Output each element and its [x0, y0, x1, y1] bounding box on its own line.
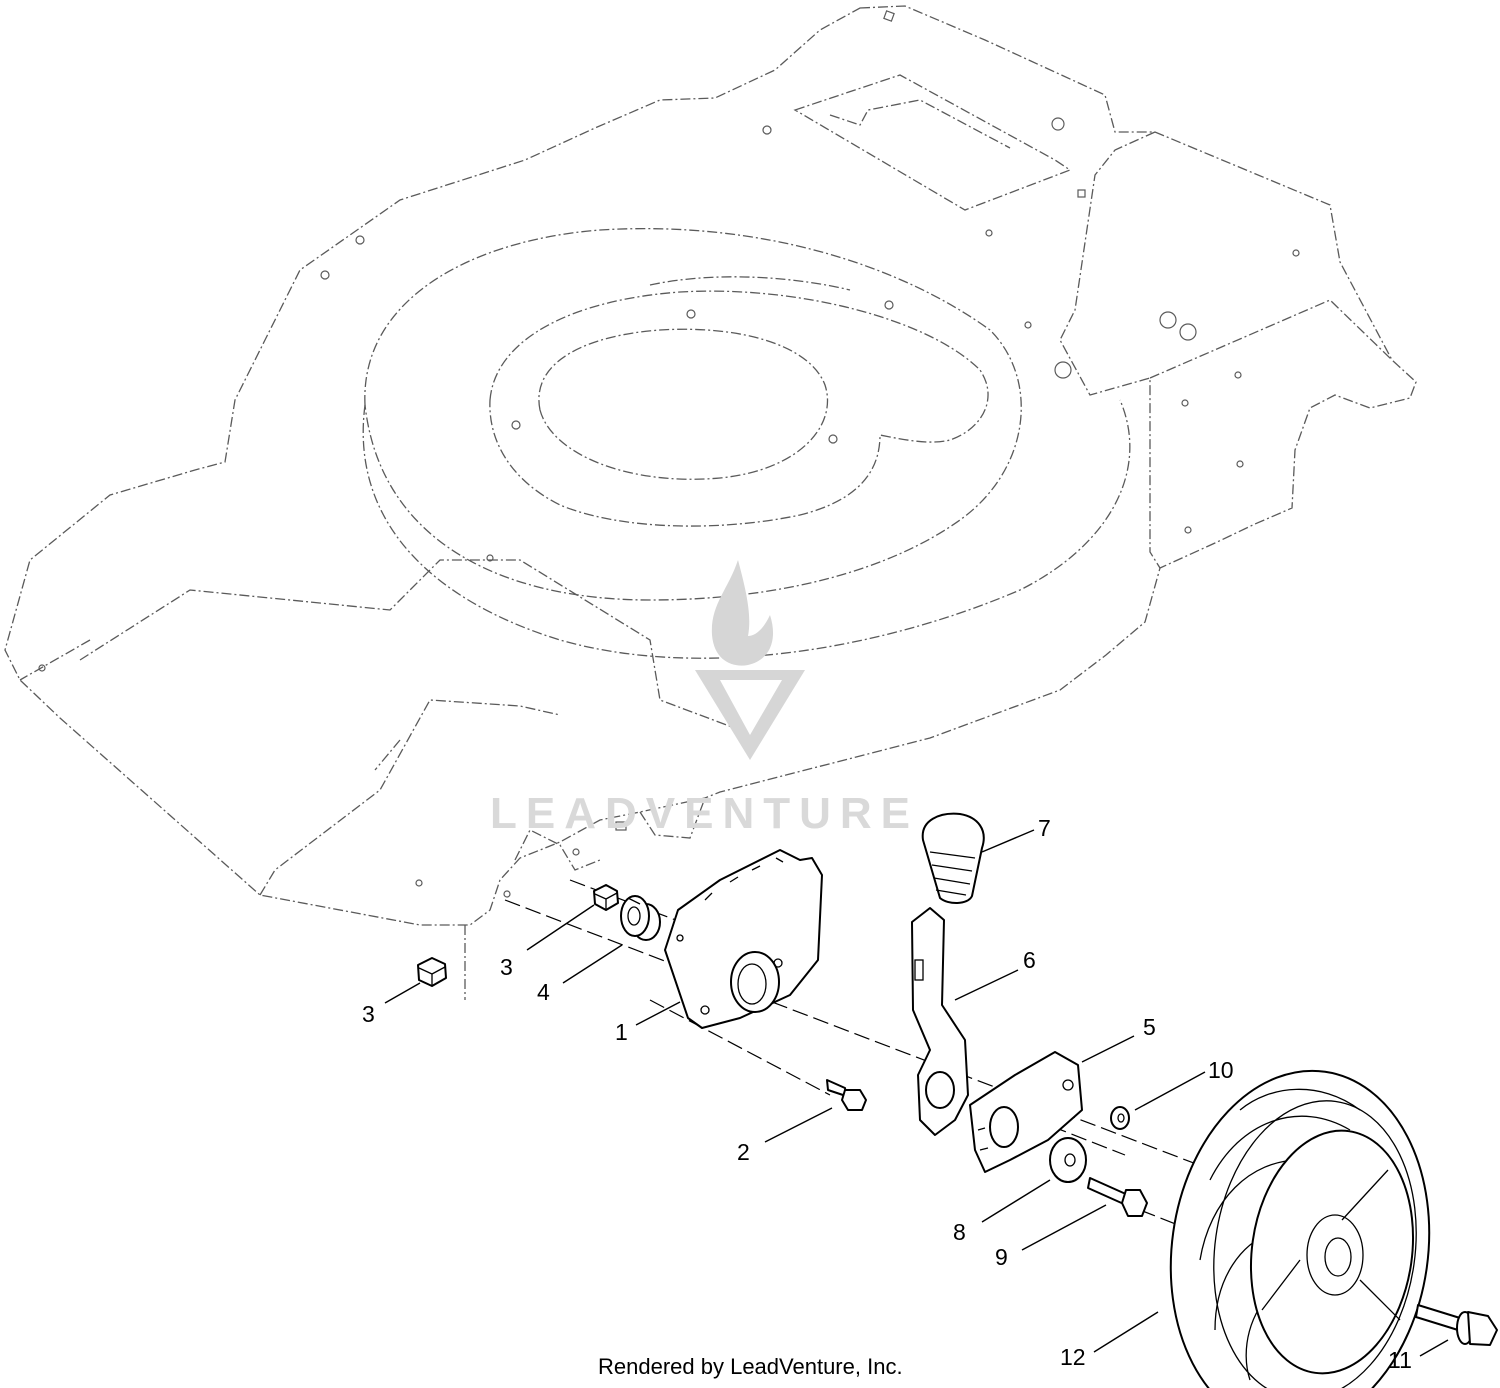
part-12-wheel — [1169, 1069, 1431, 1388]
part-3-nut-left — [417, 957, 447, 987]
callout-2: 2 — [737, 1139, 750, 1165]
callout-labels: 3 3 4 1 2 5 6 7 8 9 10 12 11 — [362, 815, 1412, 1373]
callout-12: 12 — [1060, 1344, 1086, 1370]
part-4-bushing — [620, 895, 661, 941]
part-1-bracket-plate — [664, 849, 823, 1029]
part-6-height-lever — [911, 907, 969, 1136]
render-credit: Rendered by LeadVenture, Inc. — [598, 1354, 903, 1379]
callout-11: 11 — [1388, 1347, 1412, 1373]
part-10-washer — [1110, 1106, 1130, 1130]
callout-leaders — [384, 829, 1449, 1357]
part-5-pivot-plate — [969, 1051, 1083, 1173]
callout-9: 9 — [995, 1244, 1008, 1270]
part-7-handle-grip — [921, 812, 985, 904]
callout-3-left: 3 — [362, 1001, 375, 1027]
mower-deck-outline — [4, 5, 1417, 1000]
callout-4: 4 — [537, 979, 550, 1005]
part-3-nut-upper — [593, 884, 619, 911]
callout-8: 8 — [953, 1219, 966, 1245]
leadventure-watermark: LEADVENTURE — [490, 560, 919, 838]
part-9-bolt — [1087, 1177, 1148, 1217]
callout-5: 5 — [1143, 1014, 1156, 1040]
callout-10: 10 — [1208, 1057, 1234, 1083]
callout-6: 6 — [1023, 947, 1036, 973]
watermark-text: LEADVENTURE — [490, 789, 919, 838]
part-8-spacer — [1049, 1137, 1087, 1183]
part-11-axle-bolt — [1415, 1304, 1498, 1346]
callout-1: 1 — [615, 1019, 628, 1045]
callout-3-upper: 3 — [500, 954, 513, 980]
part-2-bolt — [826, 1079, 867, 1111]
callout-7: 7 — [1038, 815, 1051, 841]
